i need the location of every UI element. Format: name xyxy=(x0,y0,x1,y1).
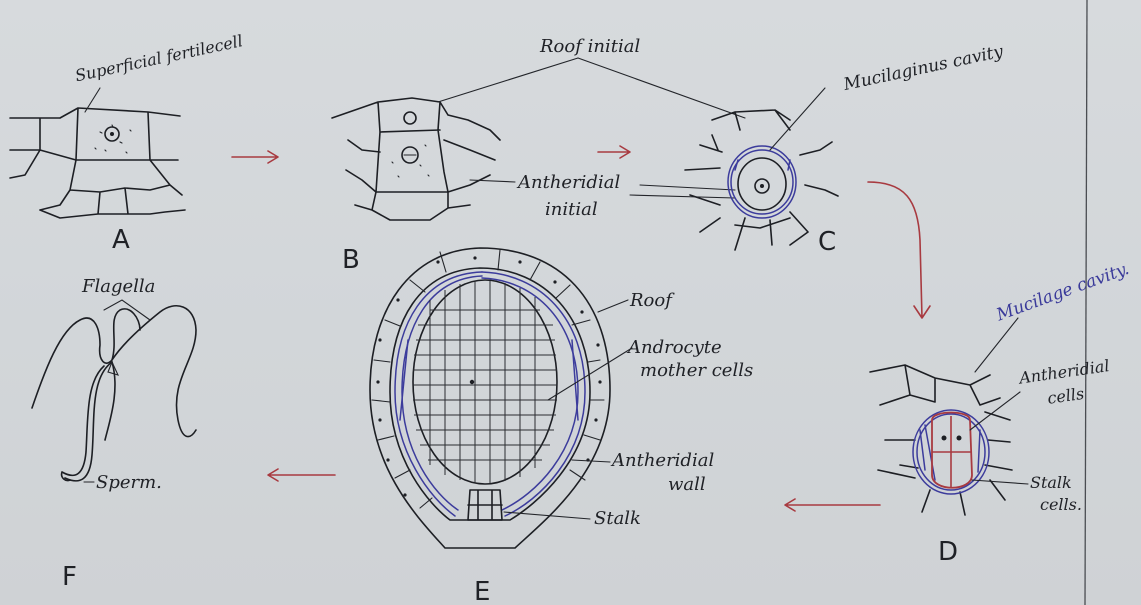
stage-e-letter: E xyxy=(474,577,490,605)
stage-e-drawing xyxy=(370,248,610,548)
stage-b-letter: B xyxy=(342,245,360,275)
stage-c-letter: C xyxy=(818,227,836,257)
stage-c-drawing xyxy=(685,110,838,250)
pointer-antheridial-cells xyxy=(970,392,1020,430)
androcyte-label-line2: mother cells xyxy=(640,360,753,381)
pointer-flagella xyxy=(104,300,150,320)
antheridial-wall-label-line1: Antheridial xyxy=(610,450,714,471)
pointer-stalk-cells xyxy=(972,480,1028,484)
stage-d-letter: D xyxy=(938,537,958,567)
antheridial-initial-label-line2: initial xyxy=(545,199,598,220)
stalk-cells-line2: cells. xyxy=(1040,495,1082,514)
arrow-b-to-c xyxy=(598,146,630,158)
roof-initial-label: Roof initial xyxy=(539,36,640,57)
mucilage-cavity-label: Mucilage cavity. xyxy=(993,259,1132,326)
mucilaginous-cavity-text: Mucilaginus cavity xyxy=(841,42,1005,96)
stage-f-letter: F xyxy=(62,562,77,592)
antheridial-wall-label-line2: wall xyxy=(668,474,706,495)
androcyte-label-line1: Androcyte xyxy=(626,337,722,358)
stage-b-drawing xyxy=(332,98,500,220)
superficial-fertile-cell-text: Superficial fertilecell xyxy=(73,31,244,85)
roof-label: Roof xyxy=(629,290,675,311)
antheridial-initial-label-line1: Antheridial xyxy=(516,172,620,193)
page-margin-line xyxy=(1085,0,1087,605)
arrow-c-to-d xyxy=(868,182,930,318)
antheridial-cells-line1: Antheridial xyxy=(1016,356,1111,388)
stage-a-drawing xyxy=(10,108,185,218)
pointer-roof-initial xyxy=(438,58,745,118)
flagella-label: Flagella xyxy=(81,276,155,297)
arrow-e-to-f xyxy=(268,469,335,481)
stage-d-drawing xyxy=(870,365,1012,515)
antheridial-cells-label: Antheridial cells xyxy=(1016,356,1114,412)
pointer-roof xyxy=(598,300,628,312)
stalk-cells-line1: Stalk xyxy=(1030,473,1072,492)
pointer-mucilage-cavity xyxy=(975,318,1018,372)
antheridial-cells-line2: cells xyxy=(1046,384,1085,408)
pointer-mucilaginous-cavity xyxy=(770,88,825,150)
mucilaginous-cavity-label: Mucilaginus cavity xyxy=(841,42,1005,96)
arrow-d-to-e xyxy=(785,499,880,511)
superficial-fertile-cell-label: Superficial fertilecell xyxy=(73,31,244,85)
sperm-label: Sperm. xyxy=(96,472,162,493)
mucilage-cavity-text: Mucilage cavity. xyxy=(993,259,1132,326)
stage-a-letter: A xyxy=(112,225,130,255)
stalk-label: Stalk xyxy=(594,508,641,529)
stage-f-drawing xyxy=(32,306,196,481)
arrow-a-to-b xyxy=(232,151,278,163)
